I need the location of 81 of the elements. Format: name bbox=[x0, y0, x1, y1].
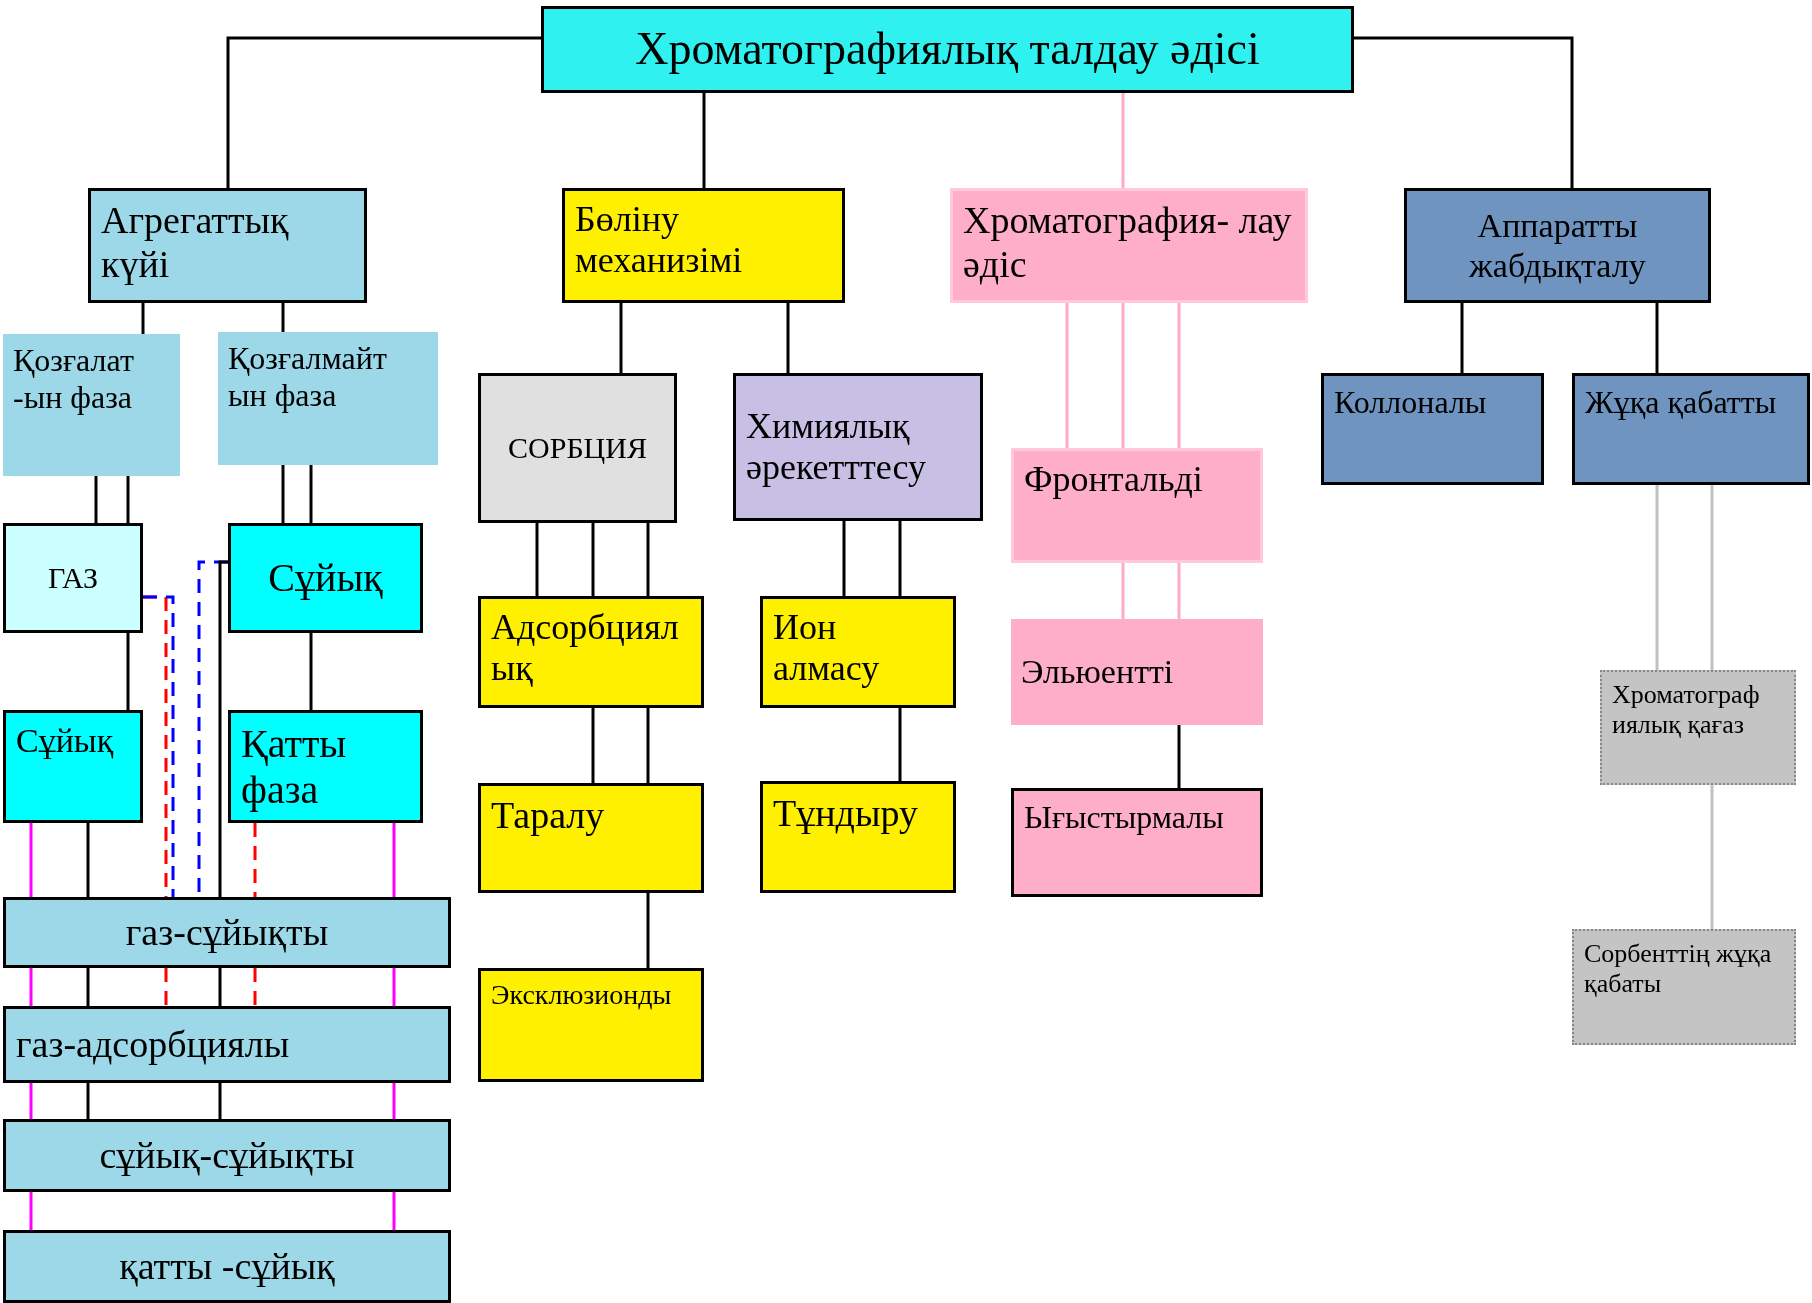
category-box: Аппаратты жабдықталу bbox=[1404, 188, 1711, 303]
connector-line bbox=[535, 523, 539, 596]
connector-line bbox=[646, 523, 650, 596]
connector-line bbox=[646, 893, 650, 968]
method-box: Эксклюзионды bbox=[478, 968, 704, 1082]
connector-line bbox=[86, 823, 90, 897]
connector-line bbox=[1121, 93, 1125, 188]
connector-line bbox=[126, 476, 130, 523]
connector-line bbox=[1655, 485, 1659, 670]
connector-line bbox=[253, 823, 257, 897]
connector-line bbox=[619, 303, 623, 373]
connector-line bbox=[86, 1083, 90, 1119]
connector-line bbox=[1177, 303, 1181, 448]
method-box: Химиялық әрекетттесу bbox=[733, 373, 983, 521]
connector-line bbox=[392, 823, 396, 897]
connector-line bbox=[1177, 563, 1181, 619]
connector-line bbox=[29, 1083, 33, 1119]
connector-line bbox=[591, 708, 595, 783]
category-box: қатты -сұйық bbox=[3, 1230, 451, 1303]
category-box: Хроматография- лау әдіс bbox=[950, 188, 1308, 303]
connector-line bbox=[29, 1192, 33, 1230]
connector-line bbox=[86, 968, 90, 1006]
connector-line bbox=[29, 823, 33, 897]
phase-box: Сұйық bbox=[228, 523, 423, 633]
connector-line bbox=[164, 968, 168, 1006]
connector-line bbox=[281, 303, 285, 332]
connector-line bbox=[392, 1192, 396, 1230]
connector-line bbox=[702, 93, 706, 188]
category-box: Қозғалат -ын фаза bbox=[3, 334, 180, 476]
category-box: Қозғалмайт ын фаза bbox=[218, 332, 438, 465]
connector-line bbox=[281, 465, 285, 523]
category-box: Агрегаттық күйі bbox=[88, 188, 367, 303]
connector-line bbox=[253, 968, 257, 1006]
connector-line bbox=[1177, 725, 1181, 788]
connector-line bbox=[218, 968, 222, 1006]
method-box: Бөліну механизімі bbox=[562, 188, 845, 303]
method-box: Таралу bbox=[478, 783, 704, 893]
category-box: Коллоналы bbox=[1321, 373, 1544, 485]
connector-line bbox=[143, 595, 175, 897]
connector-line bbox=[218, 560, 228, 897]
phase-box: Қатты фаза bbox=[228, 710, 423, 823]
connector-line bbox=[898, 521, 902, 596]
connector-line bbox=[898, 708, 902, 781]
method-box: Сорбенттің жұқа қабаты bbox=[1572, 929, 1796, 1045]
category-box: газ-сұйықты bbox=[3, 897, 451, 968]
connector-line bbox=[786, 303, 790, 373]
title-box: Хроматографиялық талдау әдісі bbox=[541, 6, 1354, 93]
connector-line bbox=[1354, 36, 1574, 188]
connector-line bbox=[591, 523, 595, 596]
connector-line bbox=[1121, 563, 1125, 619]
method-box: Тұндыру bbox=[760, 781, 956, 893]
connector-line bbox=[1710, 485, 1714, 670]
connector-line bbox=[309, 465, 313, 523]
connector-line bbox=[392, 968, 396, 1006]
method-box: Ион алмасу bbox=[760, 596, 956, 708]
connector-line bbox=[141, 303, 145, 334]
category-box: сұйық-сұйықты bbox=[3, 1119, 451, 1192]
connector-line bbox=[94, 476, 98, 523]
method-box: Фронтальді bbox=[1011, 448, 1263, 563]
method-box: Хроматограф иялық қағаз bbox=[1600, 670, 1796, 785]
connector-line bbox=[646, 708, 650, 783]
connector-line bbox=[842, 521, 846, 596]
method-box: СОРБЦИЯ bbox=[478, 373, 677, 523]
connector-line bbox=[1710, 785, 1714, 929]
connector-line bbox=[392, 1083, 396, 1119]
category-box: Жұқа қабатты bbox=[1572, 373, 1810, 485]
connector-line bbox=[126, 633, 130, 710]
connector-line bbox=[1121, 303, 1125, 448]
connector-line bbox=[1065, 303, 1069, 448]
category-box: газ-адсорбциялы bbox=[3, 1006, 451, 1083]
connector-line bbox=[29, 968, 33, 1006]
method-box: Адсорбциял ық bbox=[478, 596, 704, 708]
phase-box: Сұйық bbox=[3, 710, 143, 823]
connector-line bbox=[226, 36, 541, 188]
method-box: Эльюентті bbox=[1011, 619, 1263, 725]
connector-line bbox=[218, 1083, 222, 1119]
phase-box: ГАЗ bbox=[3, 523, 143, 633]
connector-line bbox=[1460, 303, 1464, 373]
method-box: Ығыстырмалы bbox=[1011, 788, 1263, 897]
connector-line bbox=[309, 633, 313, 710]
connector-line bbox=[1655, 303, 1659, 373]
